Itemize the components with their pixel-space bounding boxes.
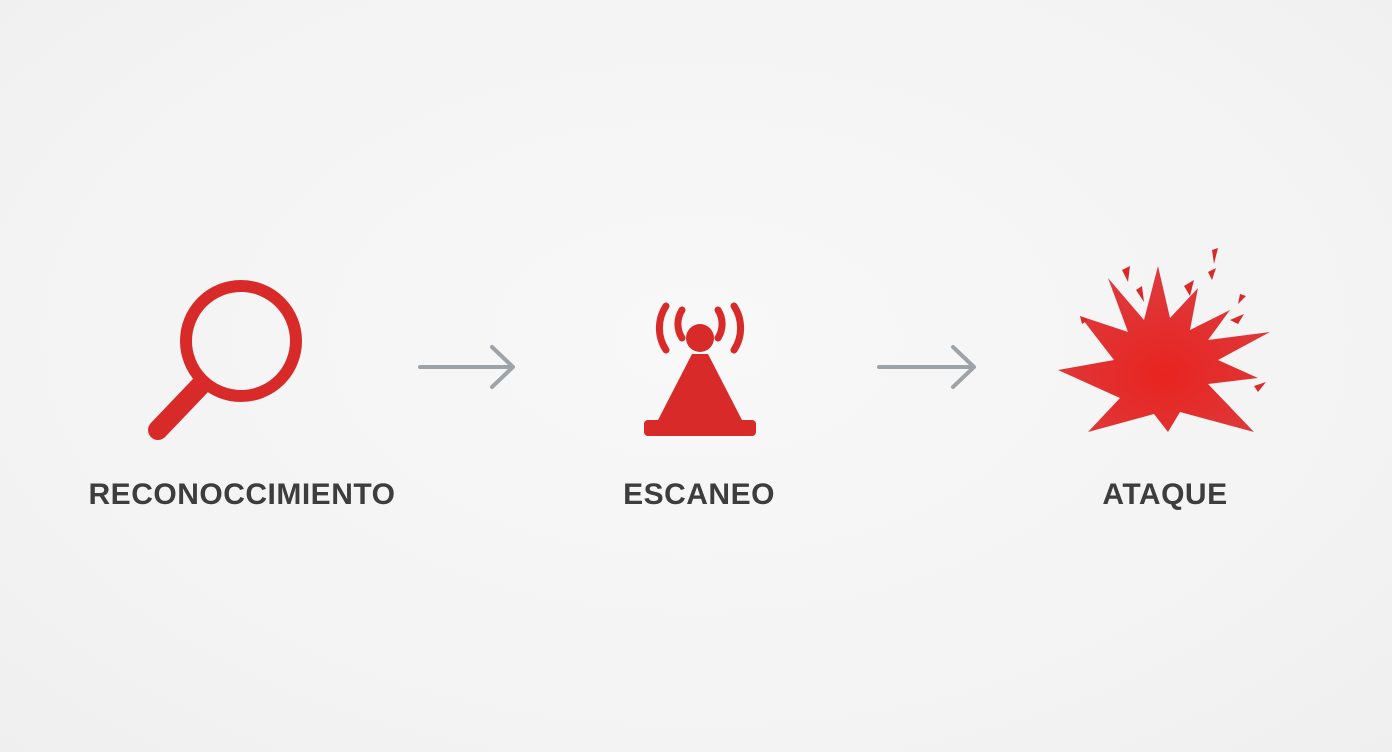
- arrow-right-icon: [877, 345, 976, 389]
- stage-label-scanning: ESCANEO: [623, 478, 775, 511]
- explosion-icon: [1058, 248, 1270, 432]
- arrow-right-icon: [418, 345, 515, 389]
- stage-attack: [1058, 248, 1278, 438]
- stage-reconnaissance: [140, 276, 310, 446]
- stage-scanning: [640, 288, 760, 440]
- signal-tower-icon: [644, 302, 756, 436]
- magnifying-glass-icon: [148, 280, 302, 440]
- stage-label-attack: ATAQUE: [1102, 478, 1228, 511]
- stage-label-reconnaissance: RECONOCCIMIENTO: [88, 478, 396, 511]
